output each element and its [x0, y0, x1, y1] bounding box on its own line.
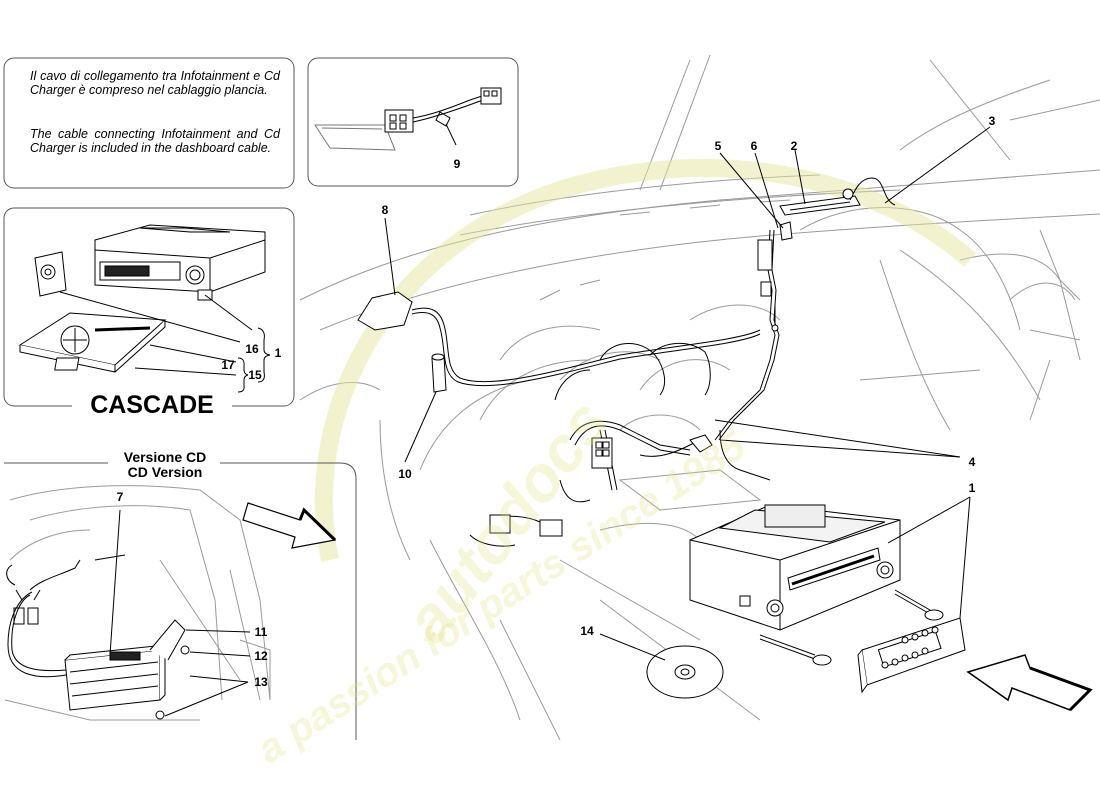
callout-9: 9	[453, 157, 461, 171]
callout-11: 11	[254, 625, 268, 639]
callout-16: 16	[245, 342, 259, 356]
callout-15: 15	[248, 368, 262, 382]
callout-7: 7	[116, 490, 124, 504]
main-leader-lines	[384, 126, 991, 661]
cascade-unit-drawing	[18, 224, 266, 373]
cd-version-italian: Versione CD	[123, 449, 207, 465]
cascade-title-bg	[72, 390, 232, 418]
cd-changer-unit	[64, 619, 190, 720]
cd-version-leader-lines	[109, 509, 251, 717]
callout-4: 4	[968, 455, 976, 469]
callout-1-top: 1	[274, 346, 282, 360]
callout-6: 6	[750, 139, 758, 153]
cd-version-title-bg	[108, 448, 220, 482]
callout-14: 14	[580, 624, 594, 638]
note-box	[3, 57, 295, 189]
callout-12: 12	[254, 649, 268, 663]
cd-version-trunk-drawing	[4, 485, 271, 721]
cd-version-arrow-shadow	[298, 507, 337, 542]
callout-2: 2	[790, 139, 798, 153]
callout-8: 8	[381, 203, 389, 217]
note-italian: Il cavo di collegamento tra Infotainment…	[30, 69, 280, 97]
callout-3: 3	[988, 114, 996, 128]
callout-13: 13	[254, 675, 268, 689]
main-head-unit	[689, 504, 901, 631]
cascade-leader-lines	[59, 291, 271, 393]
callout-17: 17	[221, 358, 235, 372]
watermark-circle	[314, 158, 976, 562]
cd-version-border	[4, 462, 357, 740]
main-wiring-harness	[357, 177, 896, 547]
callout-5: 5	[714, 139, 722, 153]
install-arrow-shadow	[1029, 666, 1093, 712]
cd-changer-cables	[6, 554, 126, 678]
cascade-title: CASCADE	[90, 391, 214, 419]
cd-disc	[646, 645, 724, 699]
callout-10: 10	[398, 467, 412, 481]
connector-cable-part-9	[314, 87, 502, 151]
note-english: The cable connecting Infotainment and Cd…	[30, 127, 280, 155]
callout-1-main: 1	[968, 481, 976, 495]
cd-version-english: CD Version	[127, 464, 203, 480]
removal-keys	[759, 589, 944, 666]
main-faceplate	[857, 617, 966, 694]
